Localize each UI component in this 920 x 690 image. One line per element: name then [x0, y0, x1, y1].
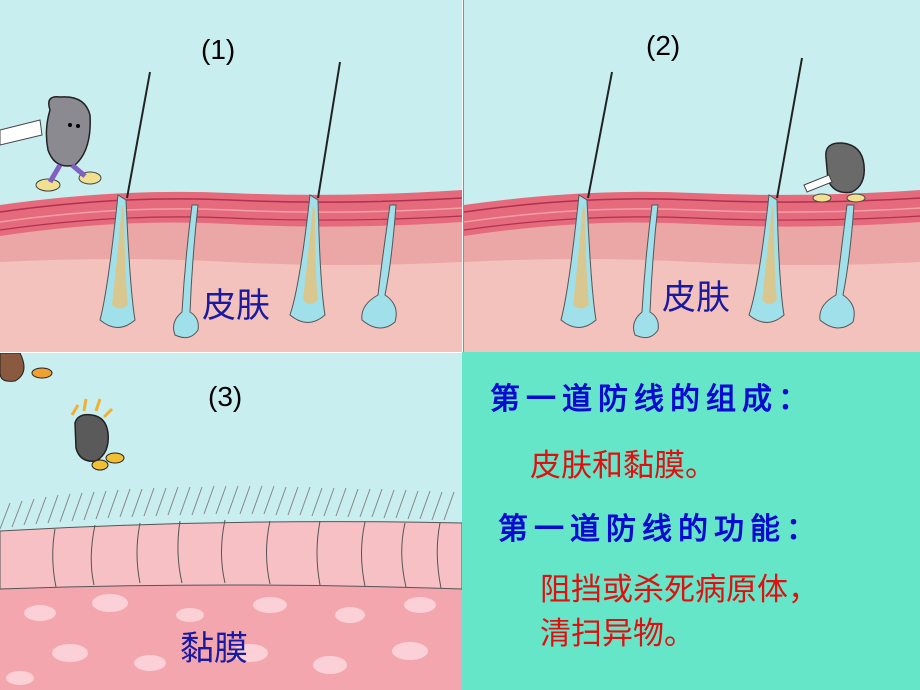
- function-title: 第一道防线的功能：: [498, 512, 822, 547]
- composition-title: 第一道防线的组成：: [490, 382, 814, 417]
- skin-illustration-1: [0, 61, 462, 352]
- panel-number: (2): [646, 30, 681, 61]
- function-line-1: 阻挡或杀死病原体，: [540, 572, 819, 608]
- skin-panel-2: (2) 皮肤: [463, 0, 920, 352]
- mucosa-illustration: [0, 353, 462, 690]
- skin-label: 皮肤: [202, 286, 270, 326]
- composition-text: 皮肤和黏膜。: [530, 448, 716, 484]
- pathogen-character: [803, 142, 866, 203]
- skin-label: 皮肤: [662, 278, 730, 318]
- panel-number: (1): [201, 34, 236, 65]
- pathogen-character: [0, 353, 125, 471]
- panel-number: (3): [208, 381, 243, 412]
- pathogen-character: [0, 96, 102, 192]
- mucosa-panel: (3) 黏膜: [0, 353, 462, 690]
- mucosa-label: 黏膜: [180, 629, 248, 669]
- function-line-2: 清扫异物。: [540, 616, 695, 652]
- skin-illustration-2: [464, 57, 920, 352]
- skin-panel-1: (1) 皮肤: [0, 0, 462, 352]
- info-panel: 第一道防线的组成： 皮肤和黏膜。 第一道防线的功能： 阻挡或杀死病原体， 清扫异…: [462, 352, 920, 690]
